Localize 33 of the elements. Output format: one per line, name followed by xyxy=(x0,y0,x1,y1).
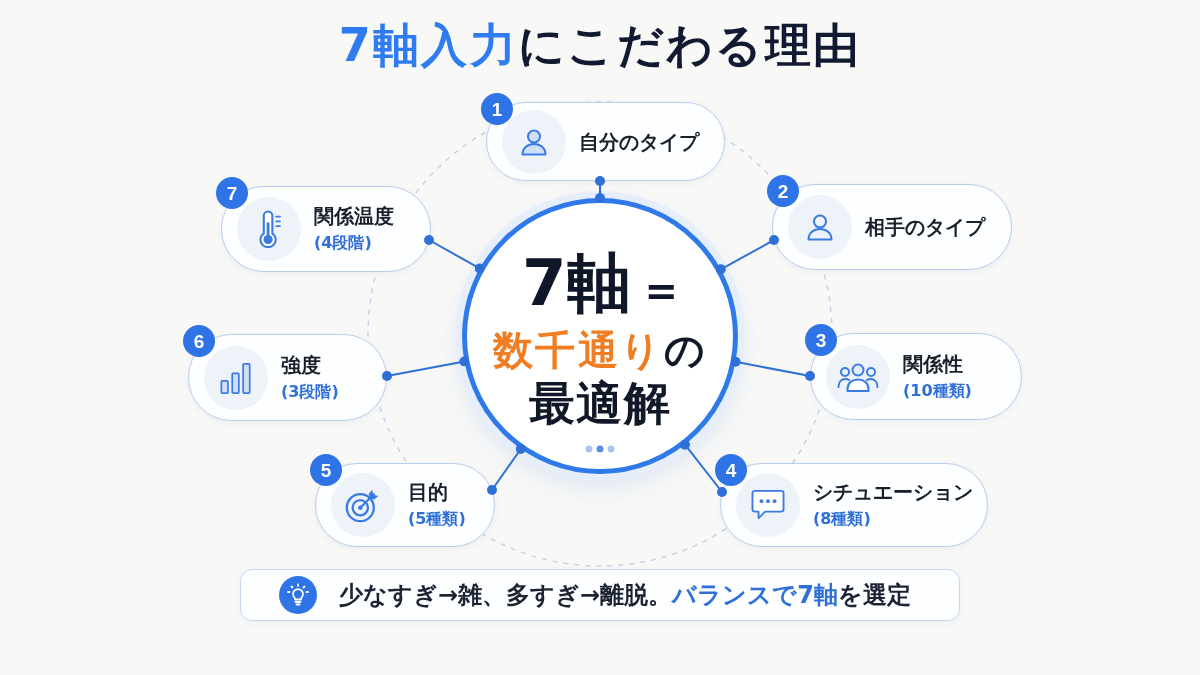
number-badge: 7 xyxy=(216,177,248,209)
option-count: (5種類) xyxy=(408,508,466,530)
number-badge: 2 xyxy=(767,175,799,207)
axis-name: 目的 xyxy=(408,479,449,506)
option-count: (10種類) xyxy=(903,379,972,402)
number-badge: 4 xyxy=(715,454,747,486)
connector-line xyxy=(424,235,485,274)
hub-text: 数千通りの xyxy=(493,326,707,375)
option-count: (8種類) xyxy=(813,508,872,530)
axis-name: 強度 xyxy=(281,351,322,379)
axis-name: 相手のタイプ xyxy=(865,214,985,241)
number-badge: 6 xyxy=(183,325,215,357)
connector-line xyxy=(595,176,605,203)
connector-line xyxy=(382,356,470,381)
axis-name: シチュエーション xyxy=(813,479,973,506)
title: 7軸入力にこだわる理由 xyxy=(338,17,862,74)
connector-line xyxy=(715,235,779,275)
number-badge: 5 xyxy=(310,454,342,486)
number-badge: 3 xyxy=(805,324,837,356)
option-count: (3段階) xyxy=(281,380,339,403)
note-text: 少なすぎ→雑、多すぎ→離脱。バランスで7軸を選定 xyxy=(339,580,911,610)
axis-name: 関係温度 xyxy=(314,203,394,230)
option-count: (4段階) xyxy=(314,232,373,254)
connector-line xyxy=(487,444,526,495)
note-bar xyxy=(240,569,960,621)
axis-name: 自分のタイプ xyxy=(579,128,699,156)
hub-text: 最適解 xyxy=(528,375,672,431)
connector-line xyxy=(680,439,727,497)
axis-name: 関係性 xyxy=(903,350,964,378)
number-badge: 1 xyxy=(481,93,513,125)
equals-sign: = xyxy=(644,267,678,316)
hub-heading: 7軸 xyxy=(521,249,631,317)
connector-line xyxy=(730,356,815,381)
